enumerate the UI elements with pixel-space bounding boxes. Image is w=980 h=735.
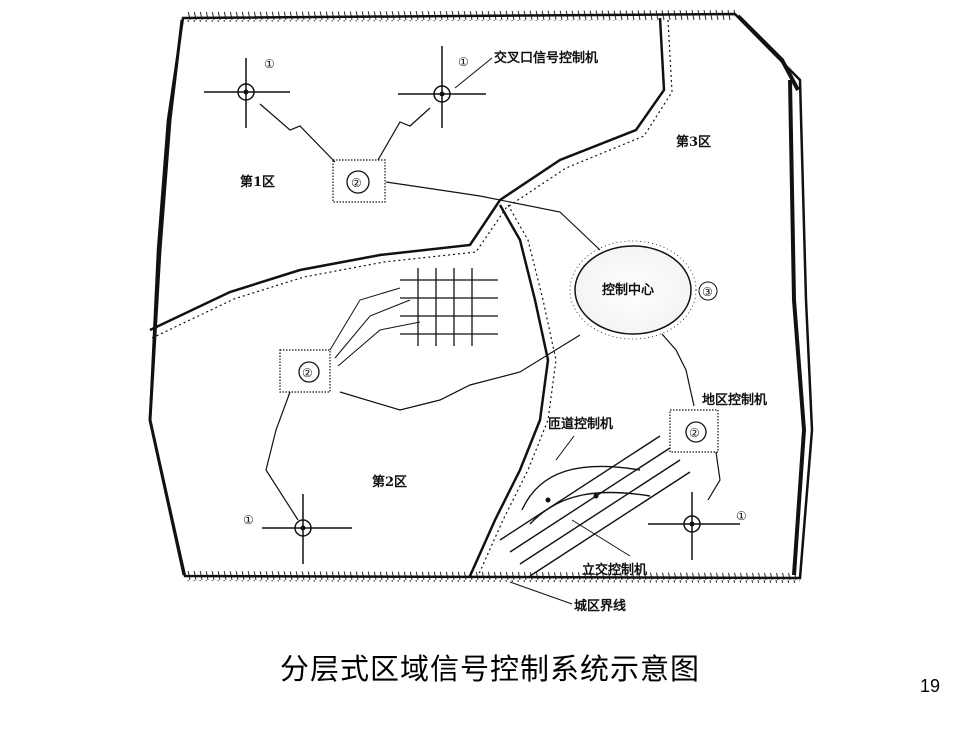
label-interchange-controller: 立交控制机 bbox=[582, 562, 647, 578]
zone-divider-lines bbox=[149, 17, 673, 577]
label-city-boundary: 城区界线 bbox=[574, 598, 626, 614]
hierarchical-control-diagram: ① ① 交叉口信号控制机 ② 第1区 第3区 控制中心 ③ bbox=[148, 10, 814, 614]
zone1-label: 第1区 bbox=[240, 174, 275, 190]
page-number: 19 bbox=[919, 676, 940, 696]
level1-marker: ① bbox=[243, 513, 254, 527]
label-area-controller: 地区控制机 bbox=[702, 392, 767, 408]
city-boundary-outline bbox=[148, 10, 814, 583]
figure-caption: 分层式区域信号控制系统示意图 bbox=[279, 652, 700, 686]
intersection-controller-zone1-a: ① bbox=[204, 57, 290, 128]
level3-marker: ③ bbox=[702, 285, 713, 299]
label-ramp-controller: 匝道控制机 bbox=[548, 416, 613, 432]
zone3-label: 第3区 bbox=[676, 134, 711, 150]
level2-marker: ② bbox=[351, 176, 362, 190]
label-intersection-controller: 交叉口信号控制机 bbox=[494, 50, 598, 66]
intersection-controller-zone2: ① bbox=[243, 494, 352, 564]
interchange-ramp bbox=[499, 435, 691, 577]
level2-marker: ② bbox=[302, 366, 313, 380]
level1-marker: ① bbox=[264, 57, 275, 71]
intersection-controller-zone1-b: ① bbox=[398, 46, 486, 128]
control-center: 控制中心 ③ bbox=[569, 240, 718, 340]
zone2-grid-network bbox=[400, 268, 498, 346]
intersection-controller-zone3: ① bbox=[648, 492, 747, 560]
area-controller-zone2: ② bbox=[279, 349, 331, 393]
level1-marker: ① bbox=[458, 55, 469, 69]
area-controller-zone1: ② bbox=[332, 159, 386, 203]
level2-marker: ② bbox=[689, 426, 700, 440]
zone2-label: 第2区 bbox=[372, 474, 407, 490]
level1-marker: ① bbox=[736, 509, 747, 523]
area-controller-zone3: ② bbox=[669, 409, 719, 453]
label-control-center: 控制中心 bbox=[602, 282, 654, 298]
